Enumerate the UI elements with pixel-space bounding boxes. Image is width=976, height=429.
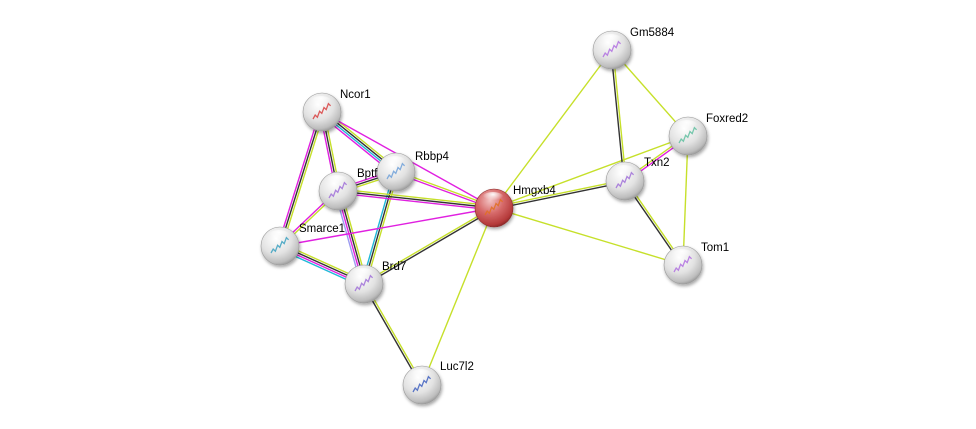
node-highlight xyxy=(600,34,622,46)
node-label: Hmgxb4 xyxy=(513,185,556,197)
node-luc7l2[interactable]: Luc7l2 xyxy=(402,361,474,405)
node-label: Brd7 xyxy=(382,261,406,273)
edge-line-textmining xyxy=(281,112,325,247)
edge-brd7-hmgxb4[interactable] xyxy=(363,206,495,286)
node-highlight xyxy=(613,165,635,177)
edge-ncor1-smarce1[interactable] xyxy=(277,111,325,247)
node-gm5884[interactable]: Gm5884 xyxy=(592,27,675,70)
node-highlight xyxy=(482,192,504,204)
edge-line-textmining xyxy=(682,135,689,266)
edge-line-coexpression xyxy=(337,190,495,209)
edge-hmgxb4-luc7l2[interactable] xyxy=(421,207,495,386)
edge-line-textmining xyxy=(363,206,494,284)
edge-hmgxb4-tom1[interactable] xyxy=(493,207,684,266)
edge-line-textmining xyxy=(493,207,684,266)
node-label: Luc7l2 xyxy=(440,361,474,373)
node-highlight xyxy=(384,156,406,168)
edge-smarce1-hmgxb4[interactable] xyxy=(279,207,495,247)
node-label: Txn2 xyxy=(644,157,670,169)
node-label: Gm5884 xyxy=(630,27,675,39)
edge-bptf-hmgxb4[interactable] xyxy=(337,188,495,211)
node-tom1[interactable]: Tom1 xyxy=(663,242,729,285)
edge-line-coexpression xyxy=(494,181,626,210)
node-label: Rbbp4 xyxy=(415,151,449,163)
node-highlight xyxy=(410,369,432,381)
node-highlight xyxy=(352,268,374,280)
node-rbbp4[interactable]: Rbbp4 xyxy=(376,151,449,192)
edge-line-coexpression xyxy=(279,111,323,247)
edge-line-experiments xyxy=(337,192,494,211)
node-label: Tom1 xyxy=(701,242,729,254)
edge-gm5884-txn2[interactable] xyxy=(610,49,627,182)
edge-hmgxb4-txn2[interactable] xyxy=(493,179,626,210)
edge-line-textmining xyxy=(493,179,625,208)
edge-line-coexpression xyxy=(362,284,422,386)
node-brd7[interactable]: Brd7 xyxy=(344,261,406,304)
node-foxred2[interactable]: Foxred2 xyxy=(668,113,748,156)
edge-brd7-luc7l2[interactable] xyxy=(362,283,424,386)
node-label: Bptf xyxy=(357,168,378,180)
edge-line-experiments xyxy=(277,111,321,246)
node-highlight xyxy=(268,230,290,242)
edge-hmgxb4-gm5884[interactable] xyxy=(493,49,613,209)
node-highlight xyxy=(671,249,693,261)
edge-line-coexpression xyxy=(610,50,625,182)
edge-line-textmining xyxy=(364,283,424,385)
node-txn2[interactable]: Txn2 xyxy=(605,157,670,201)
edge-line-textmining xyxy=(493,135,689,209)
edge-foxred2-tom1[interactable] xyxy=(682,135,689,266)
edge-hmgxb4-foxred2[interactable] xyxy=(493,135,689,209)
edge-line-coexpression xyxy=(364,208,495,286)
edge-line-textmining xyxy=(338,188,495,207)
edge-line-textmining xyxy=(612,49,627,181)
node-label: Ncor1 xyxy=(340,89,371,101)
node-label: Smarce1 xyxy=(299,223,345,235)
edge-line-textmining xyxy=(493,49,613,209)
node-smarce1[interactable]: Smarce1 xyxy=(260,223,345,266)
node-label: Foxred2 xyxy=(706,113,748,125)
edge-line-experiments xyxy=(279,207,495,247)
node-ncor1[interactable]: Ncor1 xyxy=(302,89,371,132)
node-highlight xyxy=(326,175,348,187)
node-highlight xyxy=(676,120,698,132)
node-hmgxb4[interactable]: Hmgxb4 xyxy=(474,185,556,228)
node-highlight xyxy=(310,96,332,108)
edge-line-textmining xyxy=(421,207,495,386)
edge-line-databases xyxy=(361,171,395,284)
node-bptf[interactable]: Bptf xyxy=(318,168,378,211)
